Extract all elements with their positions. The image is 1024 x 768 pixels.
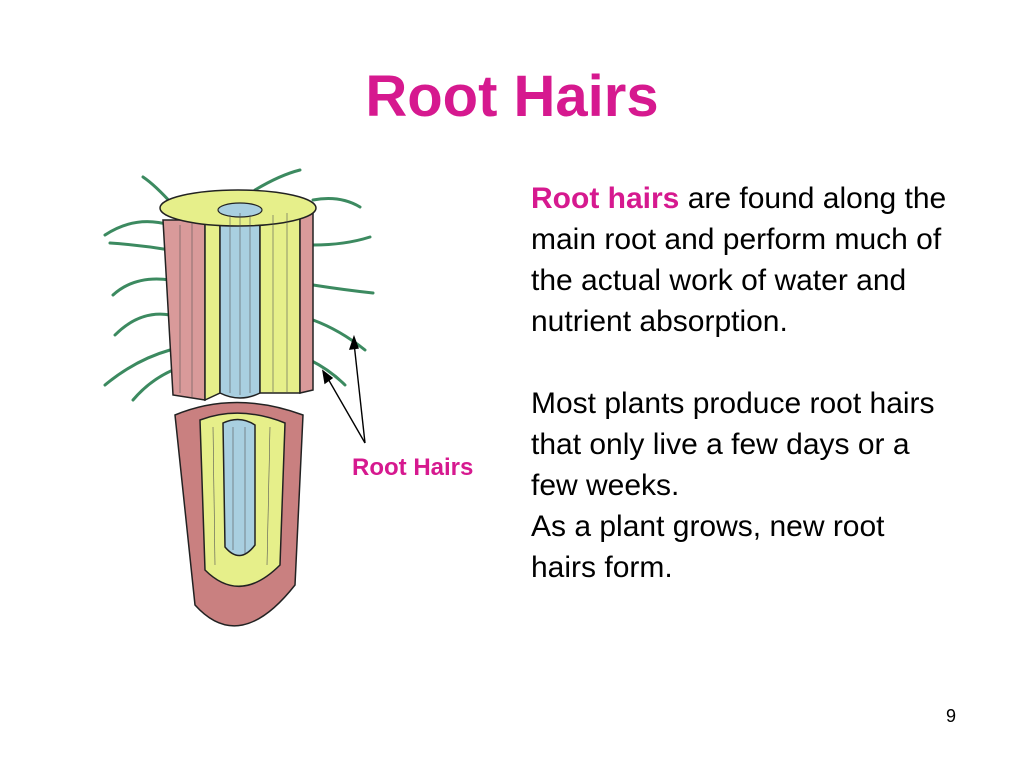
paragraph-gap <box>531 342 951 383</box>
paragraph-1: Root hairs are found along the main root… <box>531 178 951 342</box>
paragraph-3: As a plant grows, new root hairs form. <box>531 510 885 584</box>
page-number: 9 <box>946 706 957 726</box>
cortex <box>204 213 221 402</box>
diagram-label: Root Hairs <box>352 454 474 481</box>
highlight-term: Root hairs <box>531 182 680 215</box>
slide-body: Root hairs are found along the main root… <box>531 178 951 588</box>
root-cross-section-diagram <box>103 168 375 627</box>
paragraph-2: Most plants produce root hairs that only… <box>531 387 935 502</box>
slide-title: Root Hairs <box>365 64 659 129</box>
paragraph-1-text: are found along the main root and perfor… <box>531 182 947 338</box>
callout-arrows <box>322 334 366 444</box>
